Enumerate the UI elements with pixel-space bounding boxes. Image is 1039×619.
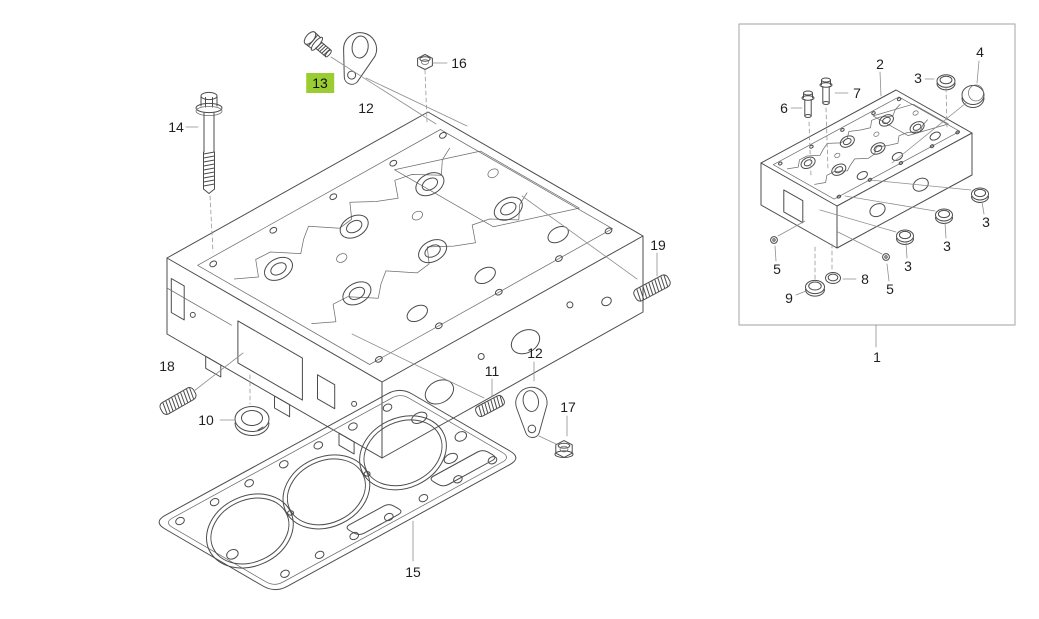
leader-lines	[185, 56, 985, 562]
part-8-ring	[825, 272, 841, 284]
callout-12-8[interactable]: 12	[527, 345, 543, 361]
callout-3-inset-7[interactable]: 3	[904, 258, 912, 274]
part-13-plug-bolt	[303, 31, 332, 58]
callout-19-4[interactable]: 19	[650, 237, 666, 253]
callout-3-inset-6[interactable]: 3	[943, 238, 951, 254]
part-18-stud	[159, 387, 197, 415]
inset-box	[738, 23, 1016, 326]
part-3-cup-plug-c	[896, 229, 914, 245]
callout-8-inset-10[interactable]: 8	[861, 271, 869, 287]
callout-12-1[interactable]: 12	[358, 100, 374, 116]
callout-14-3[interactable]: 14	[168, 119, 184, 135]
part-19-stud	[633, 274, 671, 302]
callout-9-inset-9[interactable]: 9	[785, 290, 793, 306]
part-14-cylinder-head-bolt	[195, 91, 223, 194]
callout-3-inset-5[interactable]: 3	[982, 214, 990, 230]
part-6-valve-guide	[801, 90, 815, 118]
callout-4-inset-4[interactable]: 4	[976, 44, 984, 60]
part-12-lifting-eye-bottom	[515, 386, 548, 439]
part-10-seal-cup	[234, 406, 270, 436]
part-3-cup-plug-b	[935, 208, 953, 224]
callout-15-10[interactable]: 15	[405, 564, 421, 580]
part-17-nut	[554, 440, 574, 459]
callout-11-7[interactable]: 11	[484, 363, 500, 379]
callout-16-2[interactable]: 16	[451, 55, 467, 71]
callout-5-inset-11[interactable]: 5	[886, 281, 894, 297]
part-12-lifting-eye-top	[343, 32, 378, 85]
part-11-stud	[475, 394, 505, 418]
cylinder-head-drawing	[166, 111, 644, 459]
callout-10-6[interactable]: 10	[198, 412, 214, 428]
part-5-screw-right	[882, 253, 890, 261]
part-9-cup-plug	[805, 279, 825, 297]
callout-7-inset-1[interactable]: 7	[853, 85, 861, 101]
part-7-valve-guide	[819, 77, 833, 105]
callout-13-0[interactable]: 13	[306, 73, 334, 93]
part-5-screw-left	[770, 236, 778, 244]
part-4-plug	[961, 84, 985, 108]
callout-6-inset-0[interactable]: 6	[780, 100, 788, 116]
callout-17-9[interactable]: 17	[560, 399, 576, 415]
inset-cylinder-head-drawing	[760, 89, 973, 249]
callout-1-inset-12[interactable]: 1	[873, 349, 881, 365]
callout-5-inset-8[interactable]: 5	[773, 261, 781, 277]
part-16-nut	[417, 54, 433, 70]
part-3-cup-plug-a	[971, 187, 989, 203]
head-gasket-drawing	[158, 389, 517, 591]
part-3-valve-cap-top	[936, 74, 956, 91]
callout-2-inset-2[interactable]: 2	[876, 56, 884, 72]
callout-3-inset-3[interactable]: 3	[914, 70, 922, 86]
callout-18-5[interactable]: 18	[159, 358, 175, 374]
